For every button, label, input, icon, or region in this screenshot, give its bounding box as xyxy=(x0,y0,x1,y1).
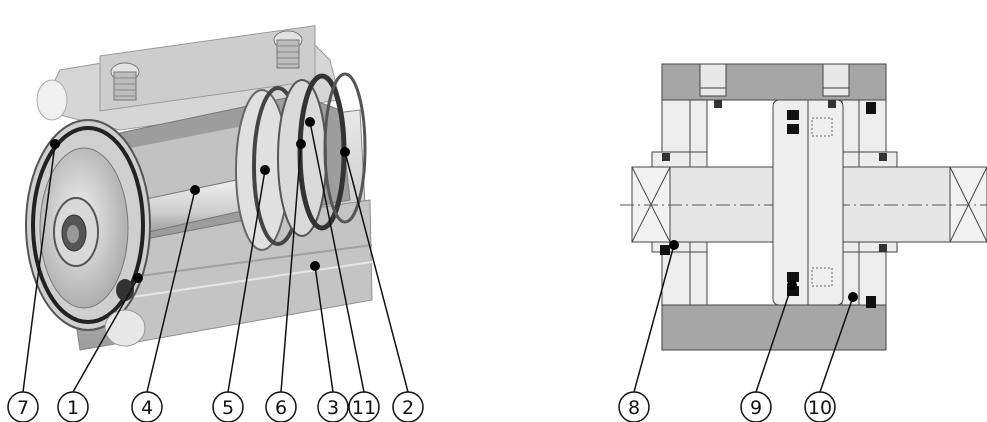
leader-line-6 xyxy=(280,143,302,393)
cylinder-cross-section xyxy=(620,63,987,351)
callouts: 7 1 4 5 6 3 11 2 8 9 10 xyxy=(7,117,858,422)
leader-line-9 xyxy=(755,284,793,393)
callout-label-7: 7 xyxy=(17,397,29,419)
callout-dot-3 xyxy=(310,261,320,271)
callout-circle-3 xyxy=(317,391,349,422)
callout-dot-4 xyxy=(190,185,200,195)
leader-line-3 xyxy=(314,265,334,393)
leader-line-7 xyxy=(22,143,56,393)
callout-circle-6 xyxy=(265,391,297,422)
leader-line-10 xyxy=(819,296,854,393)
callout-label-6: 6 xyxy=(275,397,287,419)
leader-line-4 xyxy=(146,189,196,393)
section-housing-top xyxy=(661,63,887,101)
callout-label-1: 1 xyxy=(67,397,79,419)
callout-label-2: 2 xyxy=(402,397,414,419)
callout-dot-2 xyxy=(340,147,350,157)
callout-label-9: 9 xyxy=(750,397,762,419)
mount-hole-bottom xyxy=(104,309,146,347)
callout-label-8: 8 xyxy=(628,397,640,419)
top-port-block xyxy=(99,25,316,112)
callout-circle-1 xyxy=(57,391,89,422)
callout-circle-10 xyxy=(804,391,836,422)
callout-circle-8 xyxy=(618,391,650,422)
callout-circle-11 xyxy=(348,391,380,422)
leader-line-11 xyxy=(309,121,365,393)
callout-dot-11 xyxy=(305,117,315,127)
callout-circle-2 xyxy=(392,391,424,422)
end-cap-seals xyxy=(660,100,887,308)
callout-dot-9 xyxy=(787,280,797,290)
callout-label-11: 11 xyxy=(352,397,376,419)
callout-label-3: 3 xyxy=(327,397,339,419)
callout-dot-7 xyxy=(50,139,60,149)
leader-line-1 xyxy=(72,277,139,393)
leader-line-2 xyxy=(344,151,409,393)
port-left xyxy=(110,62,140,101)
callout-circle-7 xyxy=(7,391,39,422)
piston-seals xyxy=(787,110,833,296)
callout-dot-5 xyxy=(260,165,270,175)
callout-dot-8 xyxy=(669,240,679,250)
callout-dot-1 xyxy=(133,273,143,283)
callout-dot-6 xyxy=(296,139,306,149)
mount-hole-top xyxy=(36,79,68,121)
callout-circle-5 xyxy=(212,391,244,422)
section-housing-bottom xyxy=(661,304,887,351)
callout-circle-4 xyxy=(131,391,163,422)
callout-label-4: 4 xyxy=(141,397,153,419)
leader-line-5 xyxy=(227,169,266,393)
callout-label-5: 5 xyxy=(222,397,234,419)
port-right xyxy=(273,30,303,69)
callout-dot-10 xyxy=(848,292,858,302)
callout-label-10: 10 xyxy=(808,397,832,419)
callout-circle-9 xyxy=(740,391,772,422)
leader-line-8 xyxy=(633,244,675,393)
